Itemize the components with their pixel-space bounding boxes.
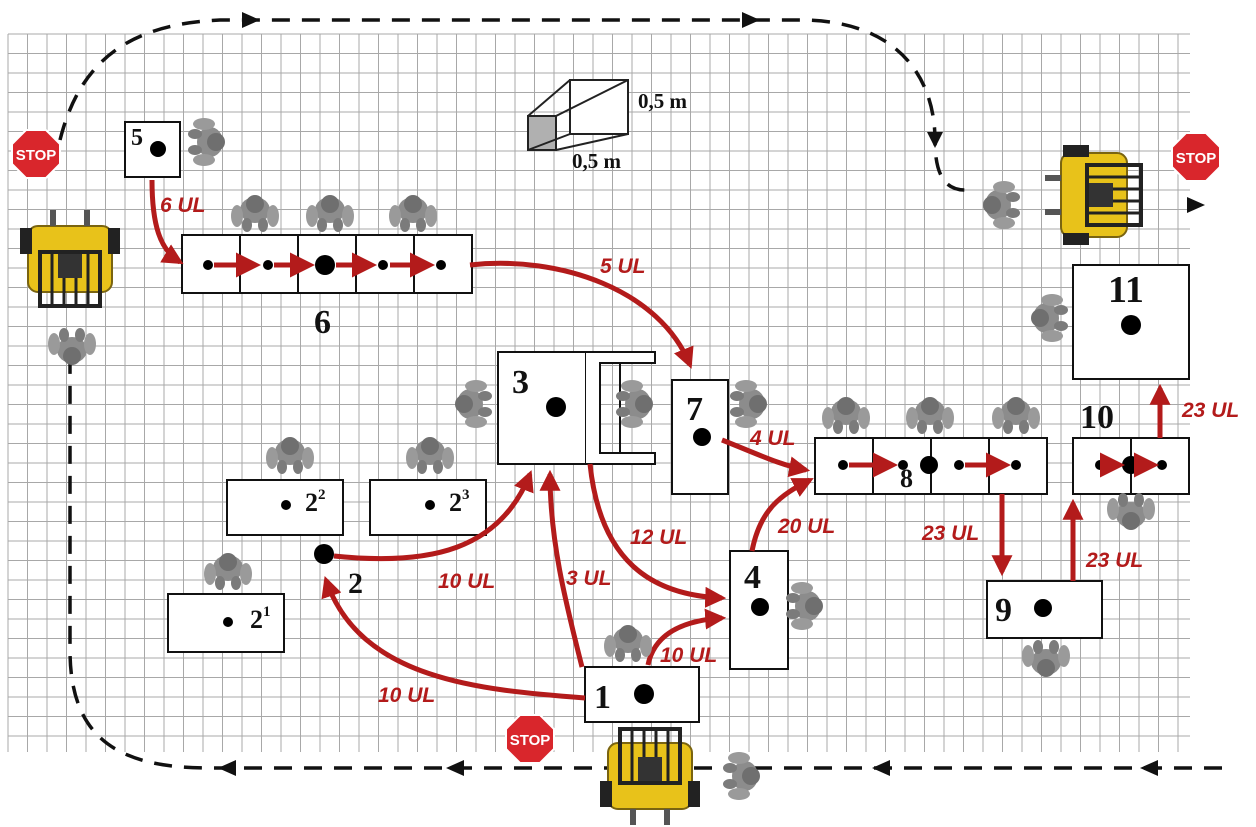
station-2-label: 2 [348,567,363,600]
station-11-box [1072,264,1190,380]
flow-label: 12 UL [630,526,687,549]
flow-arrow-3-4 [587,463,727,608]
svg-text:STOP: STOP [16,147,57,164]
station-3-rack [586,351,656,465]
scale-height-label: 0,5 m [638,89,688,113]
station-11-label: 11 [1108,269,1144,311]
flow-arrow-5-6 [149,179,184,265]
flow-arrow-6-7 [469,260,694,369]
station-2-2-label: 22 [305,487,326,517]
station-7-label: 7 [686,391,703,428]
station-5-label: 5 [131,125,143,151]
flow-label: 23 UL [921,522,979,545]
flow-arrow-1-3 [539,469,585,668]
station-6-label: 6 [314,304,331,341]
flow-arrow-7-8 [721,437,811,478]
station-8-label: 8 [900,464,913,493]
route-direction-arrows [218,12,1205,776]
station-3-box [497,351,587,465]
flow-label: 3 UL [566,567,612,590]
flow-label: 23 UL [1181,399,1239,422]
flow-label: 10 UL [438,570,495,593]
station-2-3-label: 23 [449,487,470,517]
station-1-label: 1 [594,679,611,716]
flow-arrow-4-8 [749,477,814,552]
station-3-label: 3 [512,364,529,401]
stop-sign-icon: STOP [1171,132,1221,182]
station-7-box [671,379,729,495]
scale-cube-icon [527,79,629,151]
forklift-route [58,18,1222,770]
svg-text:STOP: STOP [1176,150,1217,167]
station-9-box [986,580,1103,639]
flow-label: 10 UL [378,684,435,707]
flow-label: 10 UL [660,644,717,667]
station-9-label: 9 [995,592,1012,629]
svg-text:STOP: STOP [510,732,551,749]
flow-label: 4 UL [749,427,796,450]
flow-arrow-1-4 [645,608,727,666]
flow-label: 20 UL [777,515,835,538]
stop-sign-icon: STOP [11,129,61,179]
flow-arrow-1-2 [321,576,586,701]
stop-sign-icon: STOP [505,714,555,764]
station-10-label: 10 [1080,399,1114,436]
scale-width-label: 0,5 m [572,149,622,173]
flow-label: 23 UL [1085,549,1143,572]
flow-label: 5 UL [600,255,646,278]
flow-arrow-2-3 [333,470,534,562]
station-2-1-label: 21 [250,604,271,634]
flow-label: 6 UL [160,194,206,217]
station-4-label: 4 [744,559,761,596]
